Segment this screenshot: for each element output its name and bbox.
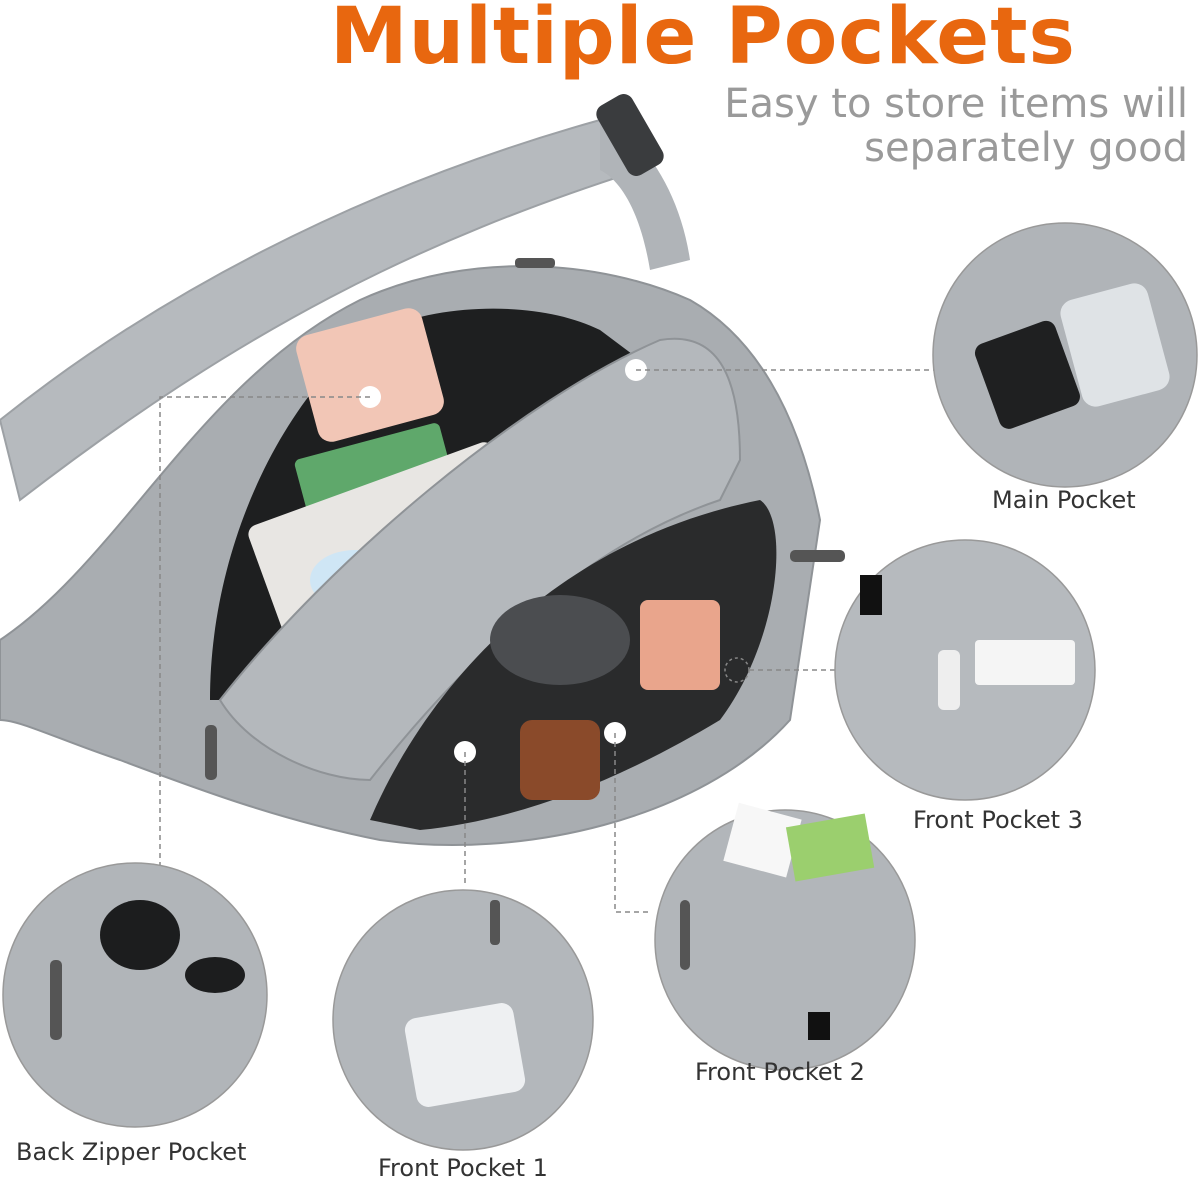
front-pocket-1-label: Front Pocket 1 [378, 1154, 548, 1182]
detail-front-pocket-1 [332, 889, 594, 1151]
subtitle-line-1: Easy to store items will [724, 81, 1188, 127]
page-title: Multiple Pockets [330, 0, 1076, 82]
strap-buckle [596, 94, 664, 176]
phone-item [296, 308, 444, 442]
detail-back-zipper-pocket [2, 862, 268, 1128]
front-pocket-3-label: Front Pocket 3 [913, 806, 1083, 834]
sunglasses-item [490, 595, 630, 685]
front-pocket-2-label: Front Pocket 2 [695, 1058, 865, 1086]
zipper-pull [515, 258, 555, 268]
zipper-pull [790, 550, 845, 562]
subtitle-line-2: separately good [864, 125, 1188, 171]
detail-front-pocket-2 [654, 802, 916, 1071]
page-subtitle: Easy to store items will separately good [668, 82, 1188, 170]
front-flap [218, 337, 742, 782]
detail-main-pocket [932, 222, 1198, 488]
leader-lines [159, 369, 935, 913]
back-zipper-pocket-label: Back Zipper Pocket [16, 1138, 247, 1166]
detail-front-pocket-3 [834, 539, 1096, 801]
watch-item [520, 720, 600, 800]
pink-pouch-item [640, 600, 720, 690]
main-pocket-label: Main Pocket [992, 486, 1136, 514]
zipper-pull [205, 725, 217, 780]
